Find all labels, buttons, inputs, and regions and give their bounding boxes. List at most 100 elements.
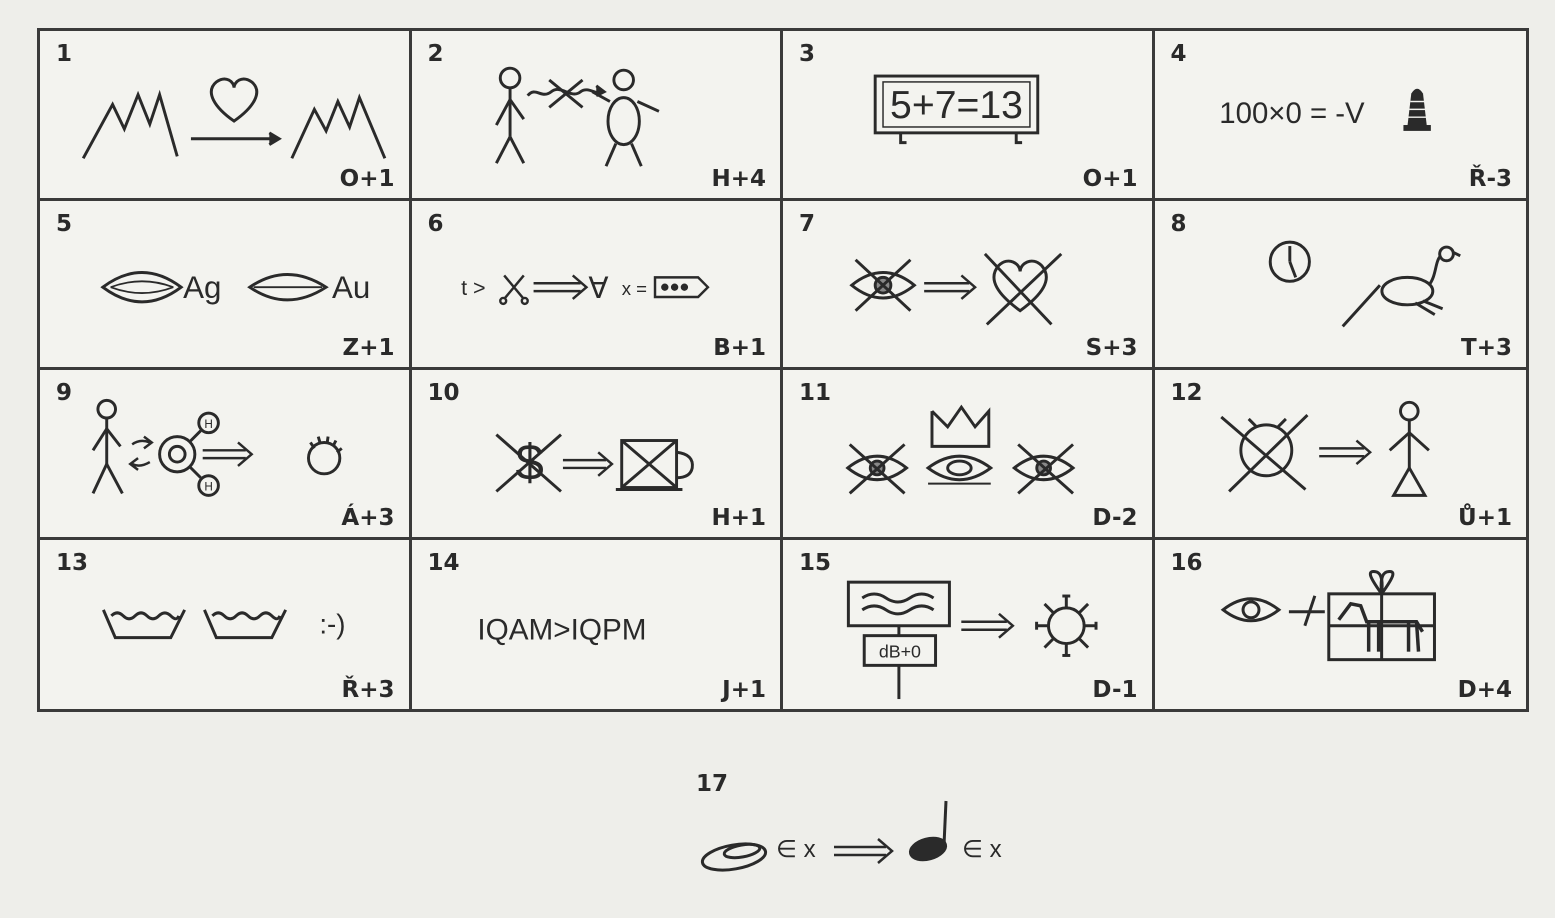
puzzle-code: O+1 <box>1082 165 1138 192</box>
double-arrow-icon <box>533 274 588 300</box>
crossed-eye-icon <box>845 443 909 495</box>
heart-icon <box>209 77 259 123</box>
cross-icon <box>494 433 562 493</box>
puzzle-code: D-1 <box>1092 677 1138 703</box>
puzzle-picture: 5+7=13 <box>783 31 1152 198</box>
puzzle-picture: :-) <box>40 540 409 710</box>
expression-text: t > <box>461 276 486 300</box>
zigzag-mountain-icon <box>290 93 387 159</box>
puzzle-cell-7: 7 S+3 <box>783 200 1155 370</box>
puzzle-code: O+1 <box>339 165 395 192</box>
lips-icon <box>100 270 184 303</box>
slash-line <box>1341 283 1381 327</box>
eye-icon <box>925 454 994 485</box>
crossed-sun-icon <box>1219 414 1308 493</box>
puzzle-cell-14: 14 IQAM>IQPM J+1 <box>412 539 783 709</box>
wavy-arrow-icon <box>526 88 603 97</box>
puzzle-picture: t > ∀ x = <box>412 201 781 368</box>
puzzle-picture: dB+0 <box>783 540 1152 710</box>
quarter-note-icon <box>908 800 948 862</box>
puzzle-number: 7 <box>799 210 816 237</box>
puzzle-number: 14 <box>427 549 460 576</box>
puzzle-number: 3 <box>799 41 816 67</box>
element-of-text: ∈ x <box>962 836 1002 863</box>
puzzle-number: 9 <box>56 380 73 406</box>
tag-icon <box>653 275 710 298</box>
puzzle-cell-1: 1 O+1 <box>40 31 412 201</box>
horse-icon <box>1336 601 1424 652</box>
equation-text: 5+7=13 <box>890 84 1023 127</box>
crown-icon <box>930 404 991 448</box>
puzzle-code: Z+1 <box>342 335 395 361</box>
sign-post-icon <box>846 580 951 699</box>
puzzle-number: 17 <box>696 771 729 797</box>
puzzle-number: 8 <box>1170 210 1187 237</box>
puzzle-17: 17 ∈ x ∈ x <box>690 765 1030 895</box>
puzzle-picture: H H <box>40 370 409 537</box>
puzzle-code: J+1 <box>722 677 766 703</box>
puzzle-number: 10 <box>427 380 460 406</box>
double-arrow-icon <box>834 838 894 864</box>
crossed-heart-icon <box>983 252 1063 325</box>
round-figure-icon <box>591 68 660 167</box>
puzzle-picture <box>1155 540 1527 710</box>
puzzle-cell-2: 2 <box>411 31 783 201</box>
puzzle-cell-15: 15 dB+0 <box>783 539 1155 710</box>
not-equal-line <box>1288 594 1325 626</box>
puzzle-grid: 1 O+1 2 <box>37 28 1529 712</box>
puzzle-picture: $ <box>412 370 781 537</box>
stick-figure-icon <box>91 398 124 495</box>
puzzle-cell-16: 16 <box>1155 540 1527 710</box>
puzzle-cell-4: 4 100×0 = -V Ř-3 <box>1154 31 1527 201</box>
puzzle-code: H+1 <box>711 504 766 531</box>
hydrogen-label: H <box>204 480 213 493</box>
puzzle-picture <box>1155 370 1527 537</box>
double-arrow-icon <box>202 441 254 467</box>
puzzle-number: 1 <box>56 41 73 67</box>
clock-icon <box>1268 240 1311 283</box>
virus-icon <box>1035 594 1098 657</box>
puzzle-cell-10: 10 $ <box>411 370 783 540</box>
puzzle-code: Ů+1 <box>1458 504 1512 531</box>
equation-text: 100×0 = -V <box>1219 97 1365 130</box>
crossed-eye-icon <box>849 258 917 312</box>
smiley-text: :-) <box>319 608 345 639</box>
puzzle-cell-9: 9 <box>40 370 412 540</box>
puzzle-code: H+4 <box>711 165 766 192</box>
puzzle-code: Ř-3 <box>1468 165 1512 192</box>
hairy-ball-icon <box>307 436 343 476</box>
puzzle-picture <box>40 31 409 198</box>
blackboard-icon <box>873 74 1040 145</box>
puzzle-cell-5: 5 Ag Au Z+1 <box>40 200 412 370</box>
puzzle-code: D-2 <box>1092 504 1138 531</box>
double-arrow-icon <box>562 451 614 477</box>
puzzle-code: D+4 <box>1457 677 1512 703</box>
puzzle-code: Ř+3 <box>341 677 395 703</box>
crossed-eye-icon <box>1011 443 1076 495</box>
puzzle-number: 13 <box>56 549 89 576</box>
double-arrow-icon <box>1318 439 1372 465</box>
puzzle-picture <box>783 201 1152 368</box>
puzzle-picture <box>783 370 1152 537</box>
double-arrow-icon <box>961 612 1015 639</box>
stick-figure-icon <box>1388 400 1430 497</box>
puzzle-code: Á+3 <box>341 504 395 531</box>
molecule-icon <box>158 411 220 497</box>
hydrogen-label: H <box>204 418 213 431</box>
puzzle-number: 5 <box>56 210 73 237</box>
puzzle-picture: Ag Au <box>40 201 409 368</box>
puzzle-code: T+3 <box>1461 335 1512 361</box>
puzzle-number: 12 <box>1170 380 1203 406</box>
silver-symbol-text: Ag <box>183 269 221 304</box>
ostrich-icon <box>1379 245 1461 316</box>
puzzle-picture: 100×0 = -V <box>1155 31 1527 198</box>
puzzle-code: B+1 <box>713 335 766 361</box>
eye-icon <box>1220 596 1281 622</box>
stick-figure-icon <box>494 66 525 164</box>
double-arrow-icon <box>924 274 977 300</box>
forall-symbol: ∀ <box>588 271 608 304</box>
puzzle-cell-11: 11 <box>783 370 1155 540</box>
puzzle-picture <box>1155 201 1527 368</box>
whole-note-icon <box>700 842 768 872</box>
gold-symbol-text: Au <box>332 269 370 304</box>
